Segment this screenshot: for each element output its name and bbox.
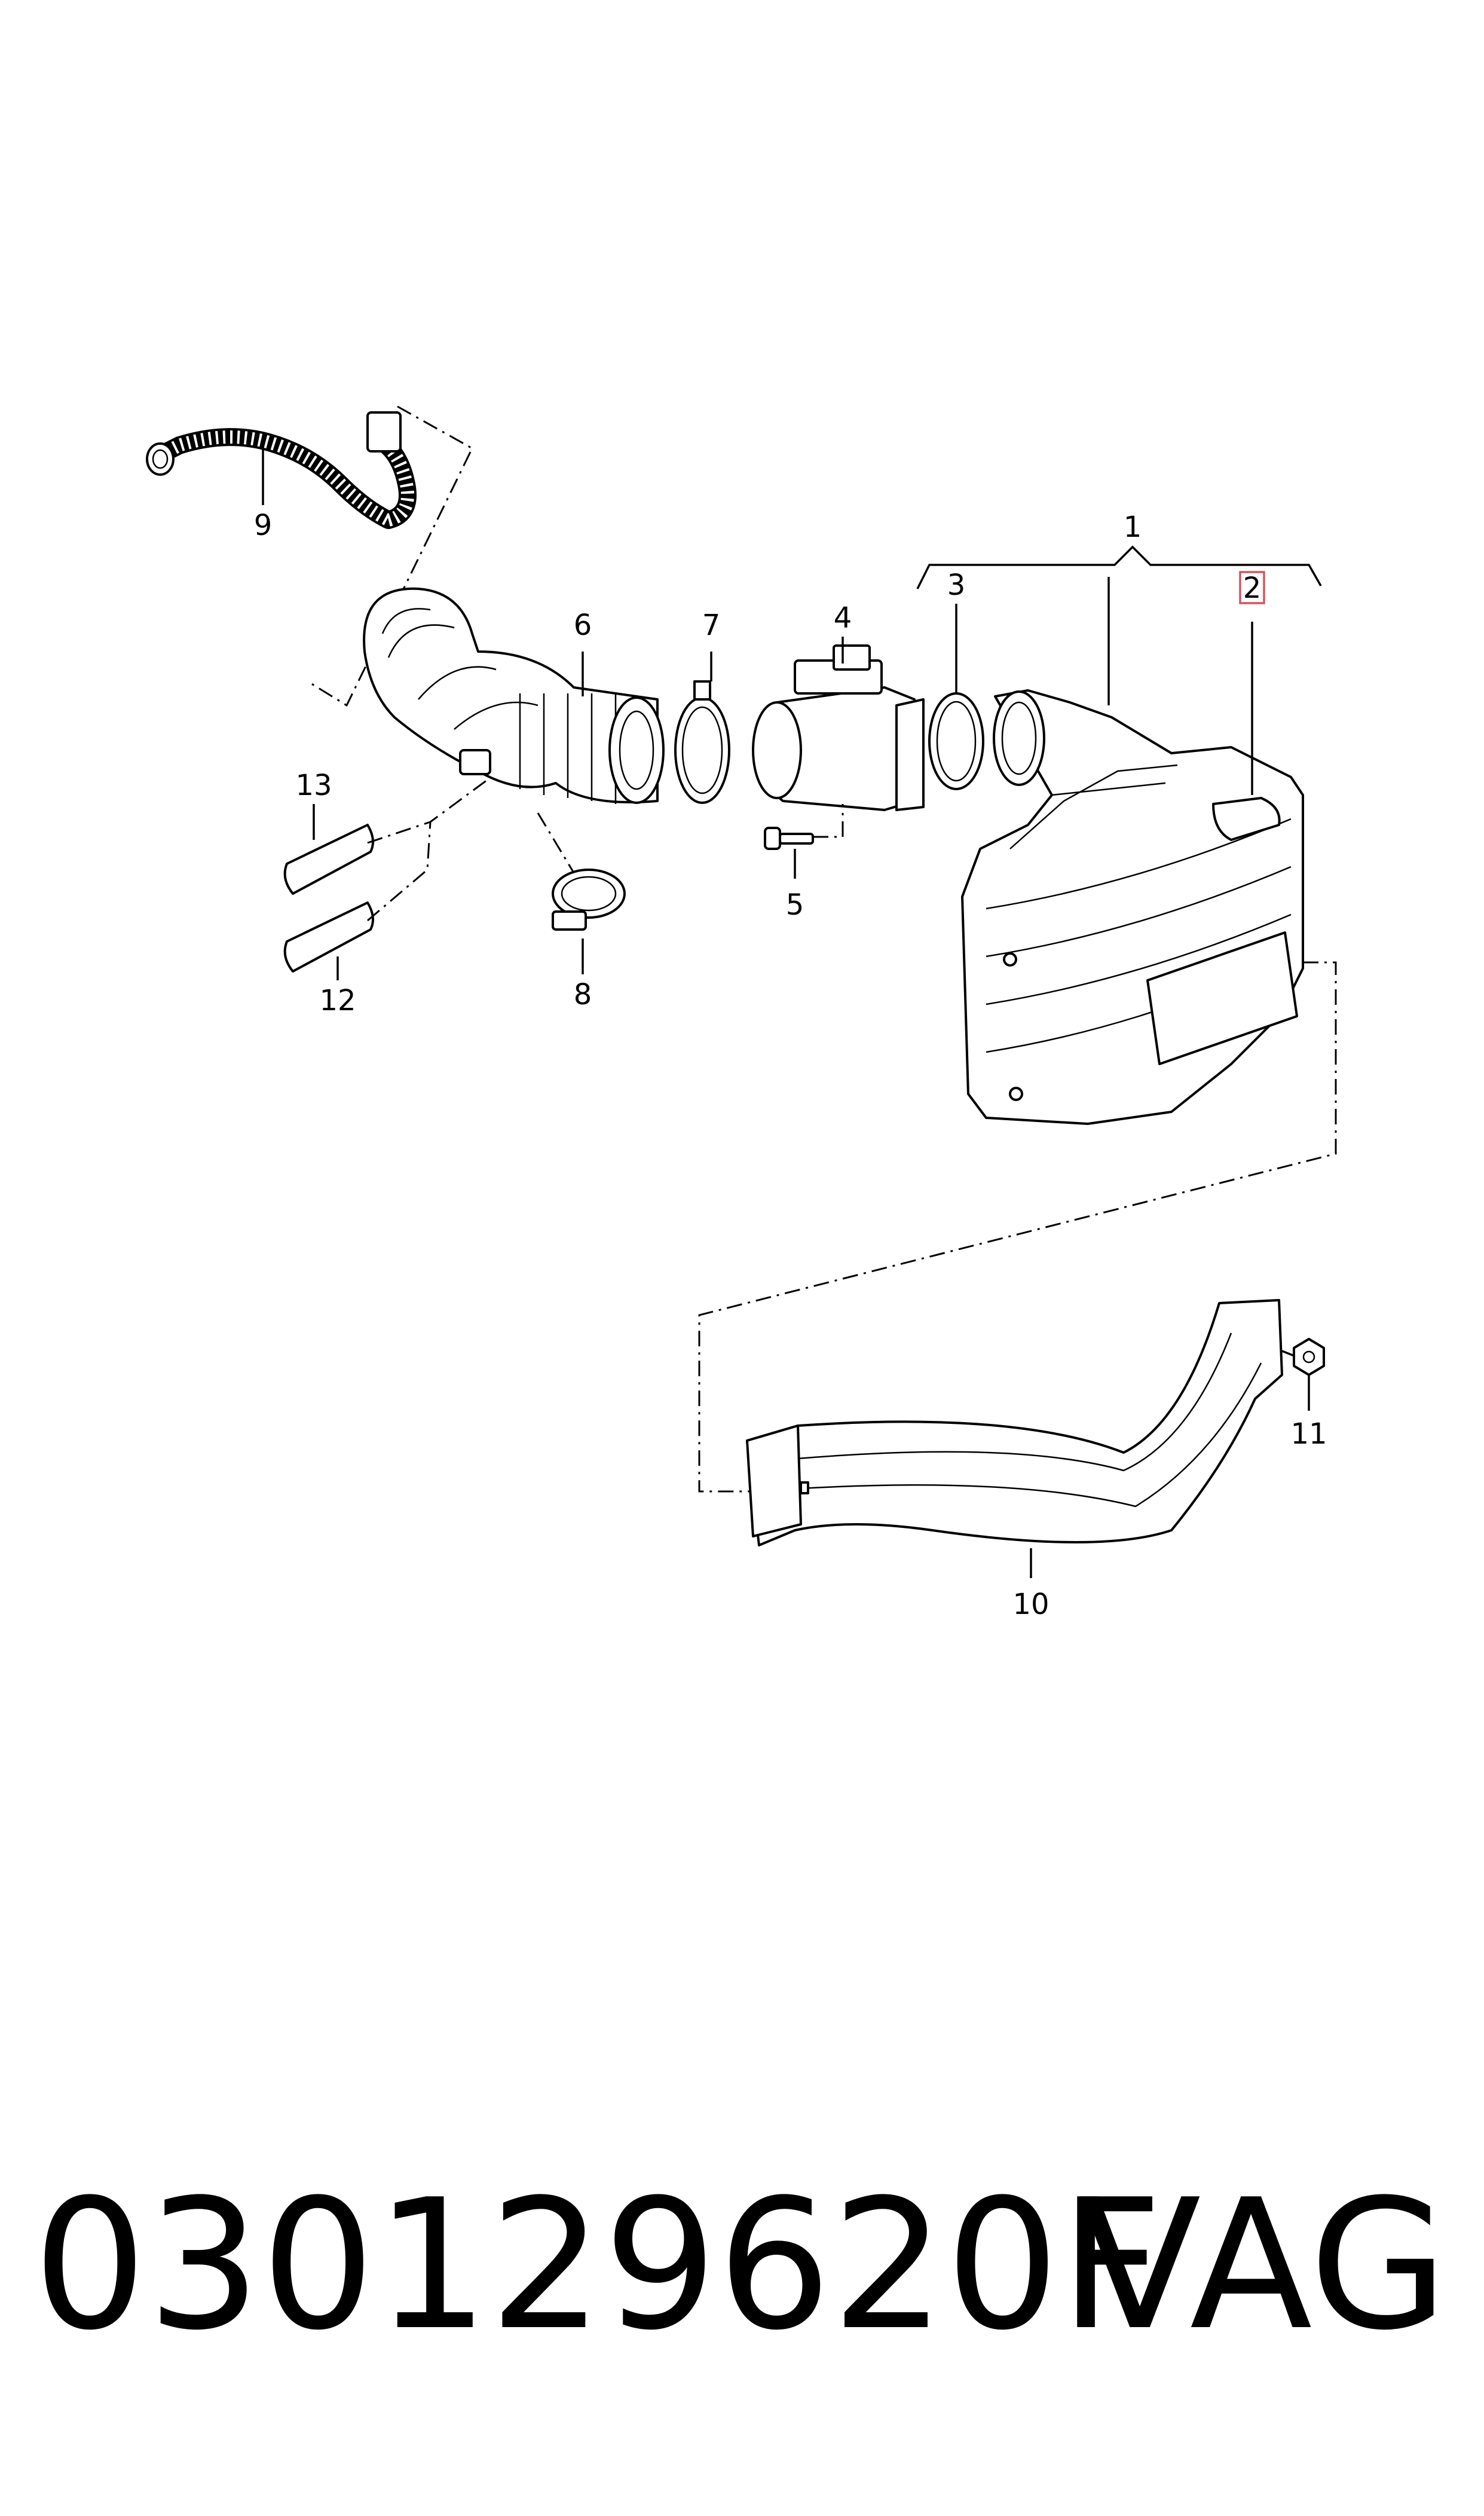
callout-2: 2 (1243, 571, 1262, 605)
callout-2-box[interactable]: 2 (1239, 571, 1265, 605)
callout-5: 5 (786, 888, 804, 922)
callout-7: 7 (702, 609, 721, 642)
part-12-sleeve[interactable] (283, 901, 374, 973)
callout-10: 10 (1012, 1588, 1049, 1621)
part-11-nut[interactable] (1293, 1338, 1325, 1376)
callout-4: 4 (834, 601, 852, 635)
callout-1: 1 (1124, 510, 1142, 544)
callout-2-highlight (1239, 571, 1265, 604)
callout-11: 11 (1290, 1417, 1327, 1451)
part-2-filter-element[interactable] (1212, 797, 1281, 841)
part-8-hose-clamp[interactable] (552, 869, 626, 931)
brand-name: VAG (1078, 2161, 1448, 2370)
part-7-clamp[interactable] (674, 680, 730, 804)
callout-12: 12 (319, 984, 356, 1017)
part-1-air-filter-housing[interactable] (961, 689, 1304, 1125)
part-5-screw[interactable] (764, 827, 814, 850)
part-13-sleeve[interactable] (283, 824, 374, 895)
part-6-intake-hose[interactable] (363, 587, 665, 804)
part-10-air-duct[interactable] (746, 1299, 1283, 1546)
callout-9: 9 (254, 509, 273, 542)
part-number: 030129620F (33, 2161, 1163, 2370)
callout-6: 6 (574, 609, 592, 642)
callout-8: 8 (574, 978, 592, 1011)
part-9-vent-hose[interactable] (146, 411, 417, 529)
part-3-seal-ring[interactable] (928, 692, 984, 790)
callout-3: 3 (947, 568, 966, 602)
callout-13: 13 (295, 769, 332, 802)
part-4-air-mass-meter[interactable] (752, 644, 925, 811)
